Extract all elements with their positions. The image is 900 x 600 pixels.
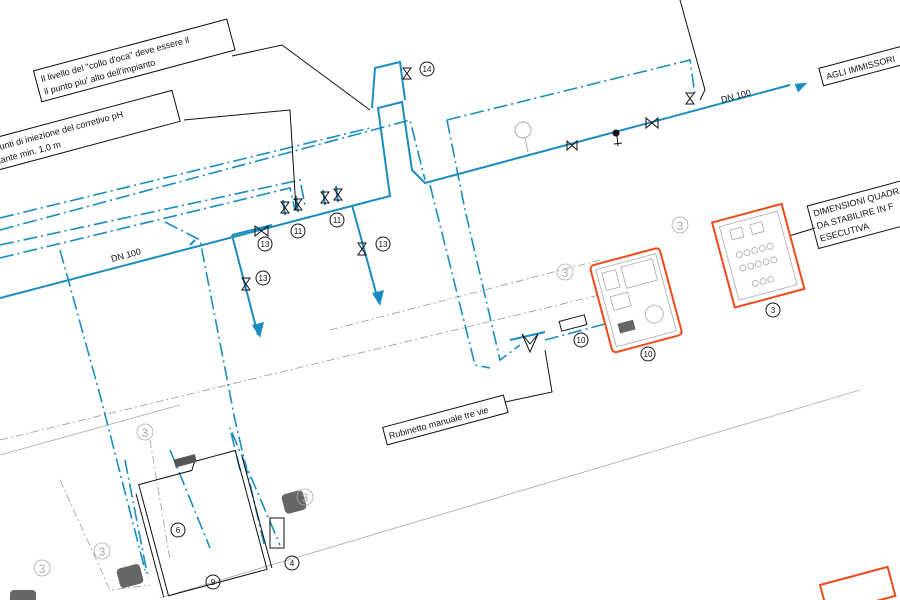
- flow-arrow-icon: [252, 322, 264, 338]
- tag-11: 11: [294, 227, 303, 236]
- pump-4: [269, 490, 307, 549]
- tag-13: 13: [261, 240, 270, 249]
- three-way-valve-icon: [521, 333, 539, 354]
- floor-line: [0, 389, 861, 599]
- pump-left: [10, 564, 144, 600]
- ref-tag: 3: [142, 426, 149, 440]
- valve-icon: [566, 139, 578, 152]
- valve-icon: [280, 201, 290, 214]
- ref-tag: 3: [302, 491, 309, 505]
- tags: 14 11 11 13 13 13 10 10 3 6 9 4 3 3 3 3 …: [33, 61, 781, 590]
- gooseneck-callout-box: [32, 18, 236, 103]
- valve-icon: [241, 277, 251, 291]
- tag-10: 10: [644, 350, 653, 359]
- valve-icons: [241, 67, 695, 354]
- dosing-panel-10: [589, 247, 683, 354]
- valve-icon: [320, 191, 330, 204]
- tag-9: 9: [211, 578, 216, 587]
- injection-callout-box: [0, 89, 181, 175]
- panel-callout-box: [806, 179, 900, 250]
- valve-callout-label: Rubinetto manuale tre vie: [388, 405, 490, 441]
- ref-tag: 3: [562, 266, 569, 280]
- valve-icon: [402, 67, 412, 80]
- main-pipe: [0, 60, 808, 341]
- tag-10: 10: [577, 336, 586, 345]
- reference-line: [0, 259, 621, 441]
- flow-arrow-icon: [794, 82, 808, 93]
- tank-9: [135, 449, 273, 598]
- tag-14: 14: [423, 65, 432, 74]
- pipe-label-right: DN 100: [720, 87, 752, 105]
- flow-arrow-icon: [372, 290, 384, 306]
- ref-tag: 3: [677, 219, 684, 233]
- control-panel-1: [710, 202, 806, 309]
- tag-3: 3: [771, 306, 776, 315]
- valve-icon: [645, 116, 659, 130]
- valve-callout-box: [382, 394, 509, 446]
- tag-13: 13: [259, 274, 268, 283]
- dashdot-lines: [0, 59, 696, 579]
- valve-icon: [685, 92, 695, 105]
- valve-icon: [333, 188, 343, 201]
- sensor-icon: [612, 129, 620, 137]
- tag-13: 13: [379, 240, 388, 249]
- gauge-icon: [514, 121, 532, 139]
- outlet-callout-box: [818, 44, 900, 87]
- outlet-label: AGLI IMMISSORI: [825, 54, 896, 82]
- valve-10: [558, 314, 588, 332]
- valve-icon: [357, 242, 367, 256]
- reference-line: [59, 439, 171, 591]
- tag-11: 11: [333, 216, 342, 225]
- valve-icon: [293, 198, 303, 211]
- valve-icon: [254, 224, 269, 238]
- tag-6: 6: [176, 526, 181, 535]
- ref-tag: 3: [39, 562, 46, 576]
- equipment-partial: [818, 565, 897, 600]
- ref-tag: 3: [99, 545, 106, 559]
- tag-4: 4: [290, 559, 295, 568]
